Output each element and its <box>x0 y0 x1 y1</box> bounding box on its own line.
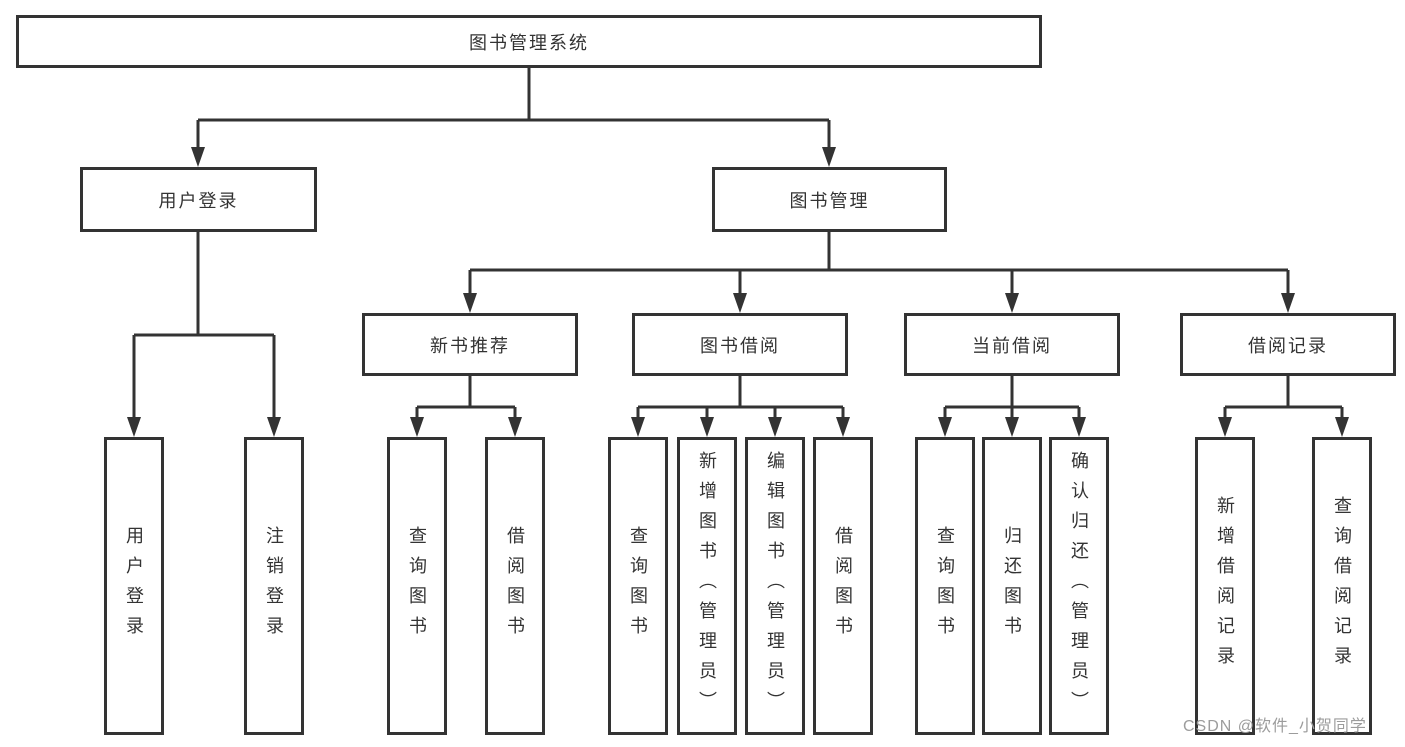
leaf-return-book-label: 归还图书 <box>1002 526 1022 646</box>
leaf-borrow-books-recommend-label: 借阅图书 <box>505 526 525 646</box>
arrow-down-icon <box>191 147 205 167</box>
arrow-down-icon <box>733 293 747 313</box>
arrow-down-icon <box>1005 293 1019 313</box>
leaf-edit-book-admin-label: 编辑图书（管理员） <box>765 451 785 721</box>
arrow-down-icon <box>267 417 281 437</box>
leaf-borrow-books-recommend: 借阅图书 <box>485 437 545 735</box>
arrow-down-icon <box>700 417 714 437</box>
leaf-query-books-current: 查询图书 <box>915 437 975 735</box>
arrow-down-icon <box>1005 417 1019 437</box>
node-borrow-records: 借阅记录 <box>1180 313 1396 376</box>
arrow-down-icon <box>463 293 477 313</box>
arrow-down-icon <box>836 417 850 437</box>
connector-borrow-records-children <box>1218 376 1349 437</box>
leaf-logout: 注销登录 <box>244 437 304 735</box>
node-book-management-label: 图书管理 <box>789 190 870 211</box>
connector-root-to-level2 <box>191 68 836 167</box>
node-root: 图书管理系统 <box>16 15 1042 68</box>
node-user-login: 用户登录 <box>80 167 317 232</box>
node-book-borrow-label: 图书借阅 <box>700 335 780 356</box>
connector-new-book-recommend-children <box>410 376 522 437</box>
node-borrow-records-label: 借阅记录 <box>1248 335 1328 356</box>
node-new-book-recommend-label: 新书推荐 <box>430 335 510 356</box>
arrow-down-icon <box>1281 293 1295 313</box>
node-book-management: 图书管理 <box>712 167 947 232</box>
leaf-query-books-current-label: 查询图书 <box>935 526 955 646</box>
connector-book-borrow-children <box>631 376 850 437</box>
node-current-borrow: 当前借阅 <box>904 313 1120 376</box>
leaf-logout-label: 注销登录 <box>264 526 284 646</box>
leaf-edit-book-admin: 编辑图书（管理员） <box>745 437 805 735</box>
node-current-borrow-label: 当前借阅 <box>972 335 1052 356</box>
csdn-watermark: CSDN @软件_小贺同学 <box>1183 718 1367 735</box>
connector-book-management-to-level3 <box>463 232 1295 313</box>
arrow-down-icon <box>410 417 424 437</box>
node-root-label: 图书管理系统 <box>469 32 589 53</box>
leaf-query-books-recommend-label: 查询图书 <box>407 526 427 646</box>
arrow-down-icon <box>938 417 952 437</box>
arrow-down-icon <box>1335 417 1349 437</box>
arrow-down-icon <box>1072 417 1086 437</box>
leaf-user-login-label: 用户登录 <box>124 526 144 646</box>
leaf-query-books-recommend: 查询图书 <box>387 437 447 735</box>
leaf-query-borrow-record-label: 查询借阅记录 <box>1332 496 1352 676</box>
arrow-down-icon <box>127 417 141 437</box>
node-book-borrow: 图书借阅 <box>632 313 848 376</box>
leaf-add-book-admin: 新增图书（管理员） <box>677 437 737 735</box>
leaf-add-borrow-record-label: 新增借阅记录 <box>1215 496 1235 676</box>
arrow-down-icon <box>768 417 782 437</box>
leaf-query-borrow-record: 查询借阅记录 <box>1312 437 1372 735</box>
leaf-add-borrow-record: 新增借阅记录 <box>1195 437 1255 735</box>
leaf-query-books-borrow: 查询图书 <box>608 437 668 735</box>
arrow-down-icon <box>508 417 522 437</box>
arrow-down-icon <box>822 147 836 167</box>
leaf-borrow-books: 借阅图书 <box>813 437 873 735</box>
node-new-book-recommend: 新书推荐 <box>362 313 578 376</box>
connector-current-borrow-children <box>938 376 1086 437</box>
leaf-query-books-borrow-label: 查询图书 <box>628 526 648 646</box>
leaf-add-book-admin-label: 新增图书（管理员） <box>697 451 717 721</box>
leaf-borrow-books-label: 借阅图书 <box>833 526 853 646</box>
leaf-confirm-return-admin: 确认归还（管理员） <box>1049 437 1109 735</box>
connector-user-login-children <box>127 232 281 437</box>
arrow-down-icon <box>1218 417 1232 437</box>
node-user-login-label: 用户登录 <box>158 190 239 211</box>
arrow-down-icon <box>631 417 645 437</box>
leaf-user-login: 用户登录 <box>104 437 164 735</box>
leaf-confirm-return-admin-label: 确认归还（管理员） <box>1069 451 1089 721</box>
leaf-return-book: 归还图书 <box>982 437 1042 735</box>
